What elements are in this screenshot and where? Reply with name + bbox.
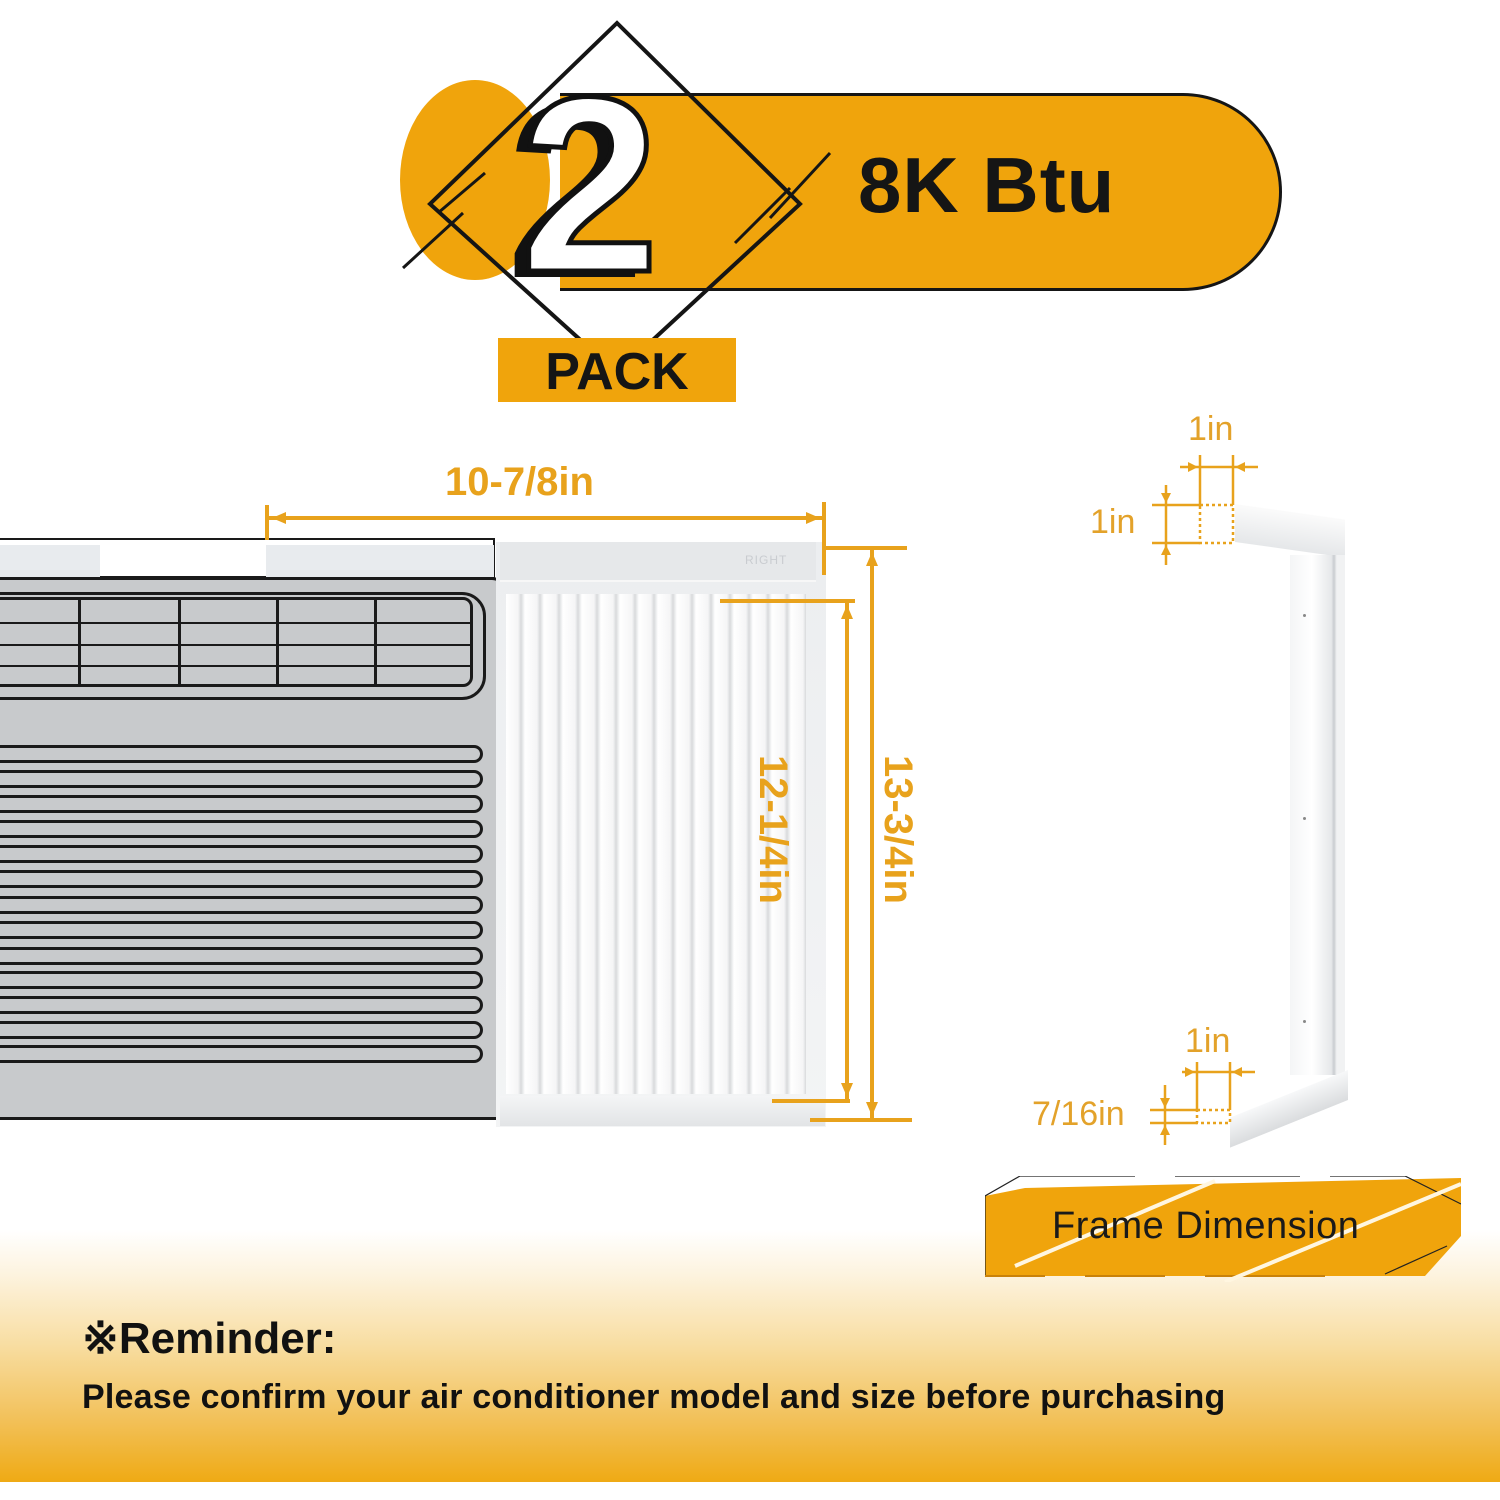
grille-divider	[374, 597, 377, 687]
capacity-pill	[560, 93, 1282, 291]
vent-slot	[0, 996, 483, 1014]
capacity-label: 8K Btu	[858, 141, 1116, 229]
screw-hole-icon	[1303, 1020, 1306, 1023]
ac-top-shade	[266, 545, 494, 577]
vent-slot	[0, 845, 483, 863]
side-panel-top-rail	[500, 542, 816, 582]
panel-outer-height-label: 13-3/4in	[876, 755, 920, 904]
vent-slot	[0, 921, 483, 939]
frame-top-width-label: 1in	[1188, 410, 1234, 448]
vent-slot	[0, 870, 483, 888]
panel-width-label: 10-7/8in	[445, 460, 594, 504]
frame-top-height-label: 1in	[1090, 503, 1136, 541]
screw-hole-icon	[1303, 614, 1306, 617]
screw-hole-icon	[1303, 817, 1306, 820]
ac-top-shade	[0, 545, 100, 577]
vent-slot	[0, 770, 483, 788]
frame-top-dimension-lines	[1152, 455, 1258, 565]
frame-dimension-label: Frame Dimension	[1052, 1205, 1360, 1247]
frame-side-bar	[1290, 555, 1345, 1075]
panel-dimension-lines	[265, 502, 912, 1122]
vent-slot	[0, 947, 483, 965]
side-panel-pleats	[506, 594, 806, 1094]
vent-slot	[0, 795, 483, 813]
frame-bottom-height-label: 7/16in	[1032, 1095, 1125, 1133]
grille-divider	[178, 597, 181, 687]
pack-label-box	[498, 338, 736, 402]
grille-divider	[276, 597, 279, 687]
grille-divider	[78, 597, 81, 687]
vent-slot	[0, 896, 483, 914]
vent-slot	[0, 1045, 483, 1063]
panel-corner-label: RIGHT	[745, 553, 788, 567]
pack-count: 2	[517, 45, 661, 324]
frame-dimension-badge	[985, 1176, 1461, 1282]
vent-slot	[0, 745, 483, 763]
reminder-title: ※Reminder:	[82, 1314, 337, 1363]
frame-bottom-width-label: 1in	[1185, 1022, 1231, 1060]
bottom-margin	[0, 1482, 1500, 1500]
vent-slot	[0, 971, 483, 989]
frame-bottom-dimension-lines	[1150, 1062, 1255, 1145]
pack-label: PACK	[545, 343, 689, 401]
ac-grille-outer	[0, 592, 486, 700]
side-panel-bottom-rail	[500, 1096, 825, 1126]
vent-slot	[0, 820, 483, 838]
panel-inner-height-label: 12-1/4in	[751, 755, 795, 904]
reminder-text: Please confirm your air conditioner mode…	[82, 1378, 1226, 1416]
vent-slot	[0, 1021, 483, 1039]
